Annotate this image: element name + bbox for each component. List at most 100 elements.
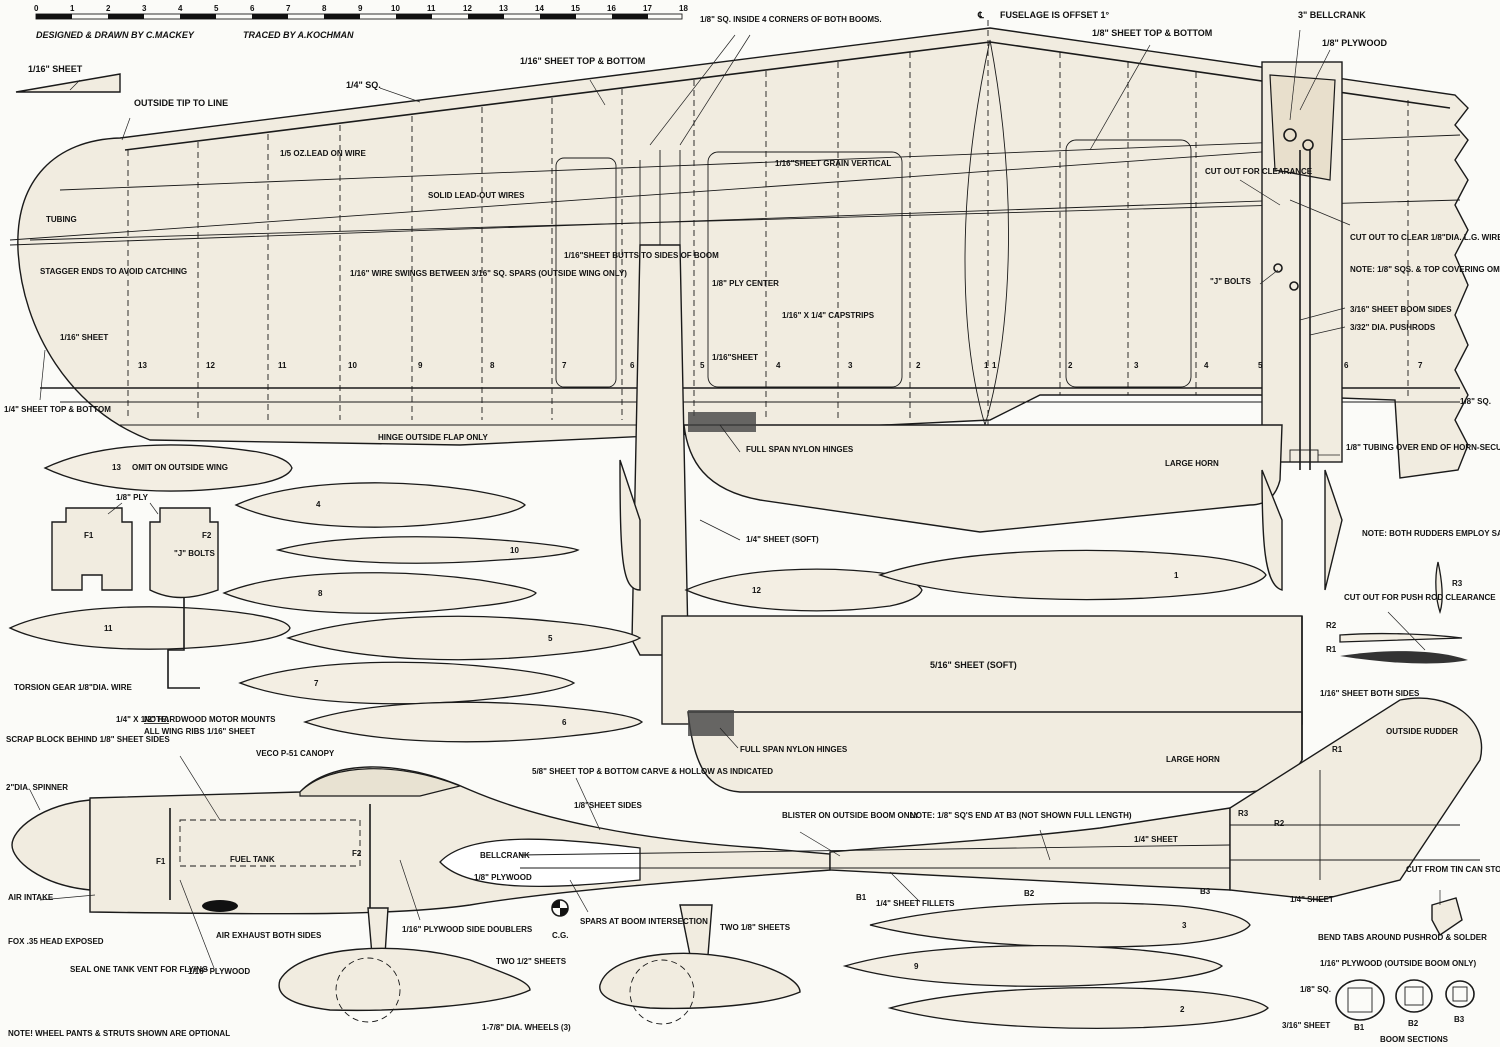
fuselage-label: 1/4" SHEET (1134, 835, 1178, 844)
horn-tube (1289, 449, 1319, 463)
leader-line (719, 424, 741, 453)
leader-line (889, 871, 921, 903)
nylon-hinge-mark (688, 412, 756, 432)
fuselage-label: FUEL TANK (230, 855, 275, 864)
wing-label: 3" BELLCRANK (1298, 10, 1366, 20)
leader-line (569, 879, 589, 913)
rudder-fin (1229, 697, 1483, 901)
rib-station-number: 1 (984, 361, 989, 370)
j-bolt (1273, 263, 1283, 273)
scale-tick-label: 0 (34, 4, 39, 13)
scale-tick-label: 8 (322, 4, 327, 13)
rib-note-head: NOTE: (144, 715, 169, 724)
boom-sections-sq-label: 1/8" SQ. (1300, 985, 1331, 994)
scale-bar-segment (108, 14, 144, 19)
fuselage-label: 1/8"SHEET SIDES (574, 801, 642, 810)
wing-label: 1/8" PLY CENTER (712, 279, 779, 288)
wing-label: 1/8" SHEET TOP & BOTTOM (1092, 28, 1212, 38)
leader-line (1259, 269, 1279, 285)
torsion-gear-label: TORSION GEAR 1/8"DIA. WIRE (14, 683, 133, 692)
rib-13-number: 13 (112, 463, 121, 472)
former-f2-label: F2 (202, 531, 212, 540)
leading-edge-line-right (989, 41, 1451, 109)
fuselage-label: 1/4" X 1/2" HARDWOOD MOTOR MOUNTS (116, 715, 276, 724)
scale-bar-segment (540, 14, 576, 19)
former-f1-label: F1 (84, 531, 94, 540)
wing-label: 1/4" SHEET (SOFT) (746, 535, 819, 544)
rear-wheel-pant (599, 952, 801, 1010)
scale-tick-label: 13 (499, 4, 508, 13)
rib-station-number: 10 (348, 361, 357, 370)
wing-label: 1/16"SHEET BUTTS TO SIDES OF BOOM (564, 251, 719, 260)
leader-line (379, 87, 421, 103)
fuselage-label: FOX .35 HEAD EXPOSED (8, 937, 104, 946)
fuselage-label: 5/8" SHEET TOP & BOTTOM CARVE & HOLLOW A… (532, 767, 773, 776)
leader-line (1309, 326, 1346, 336)
rib-station-number: 9 (418, 361, 423, 370)
spar-line (29, 199, 1461, 241)
rib-10-number: 10 (510, 546, 519, 555)
wing-label: 1/4" SQ. (346, 80, 381, 90)
rear-strut (679, 904, 713, 956)
rib-station-number: 12 (206, 361, 215, 370)
wing-label: 1/5 OZ.LEAD ON WIRE (280, 149, 366, 158)
rudder-section-r3 (1435, 561, 1443, 615)
fuselage-label: 1/16" PLYWOOD SIDE DOUBLERS (402, 925, 533, 934)
tail-boom (829, 807, 1231, 891)
cg-marker-fill (560, 908, 568, 916)
rib-5 (285, 615, 642, 661)
rib-station-number: 7 (1418, 361, 1423, 370)
rib-6 (302, 701, 644, 743)
front-wheel (335, 957, 401, 1023)
rib-station-number: 6 (1344, 361, 1349, 370)
fuselage-label: NOTE! WHEEL PANTS & STRUTS SHOWN ARE OPT… (8, 1029, 230, 1038)
scale-tick-label: 2 (106, 4, 111, 13)
wing-label: 3/32" DIA. PUSHRODS (1350, 323, 1436, 332)
sheeted-bay (555, 157, 617, 388)
scale-tick-label: 9 (358, 4, 363, 13)
fuselage-label: F2 (352, 849, 362, 858)
fuselage-label: 2"DIA. SPINNER (6, 783, 68, 792)
formers-ply-label: 1/8" PLY (116, 493, 149, 502)
fuselage-label: R2 (1274, 819, 1285, 828)
scale-tick-label: 4 (178, 4, 183, 13)
rib-2 (887, 987, 1269, 1029)
rib-station-number: 8 (490, 361, 495, 370)
elevator-horn-label: LARGE HORN (1166, 755, 1220, 764)
wing-label: "J" BOLTS (1210, 277, 1251, 286)
wing-label: FULL SPAN NYLON HINGES (746, 445, 854, 454)
rib-10 (275, 536, 580, 564)
fuselage-label: C.G. (552, 931, 568, 940)
wing-label: TUBING (46, 215, 77, 224)
formers: F1 F2 1/8" PLY "J" BOLTS TORSION GEAR 1/… (14, 493, 255, 736)
fuselage-label: 1/16" PLYWOOD (188, 967, 250, 976)
scale-tick-label: 12 (463, 4, 472, 13)
wing-label: FUSELAGE IS OFFSET 1° (1000, 10, 1110, 20)
wing-label: 1/16" X 1/4" CAPSTRIPS (782, 311, 875, 320)
fuselage-label: SCRAP BLOCK BEHIND 1/8" SHEET SIDES (6, 735, 170, 744)
wing-label: 3/16" SHEET BOOM SIDES (1350, 305, 1452, 314)
wing-label: CUT OUT TO CLEAR 1/8"DIA. L.G. WIRE (FOR… (1350, 233, 1500, 242)
wing-label: LARGE HORN (1165, 459, 1219, 468)
fuselage-label: CUT FROM TIN CAN STOCK (1406, 865, 1500, 874)
rib-13-note: OMIT ON OUTSIDE WING (132, 463, 228, 472)
wing-label: 1/16"SHEET GRAIN VERTICAL (775, 159, 891, 168)
scale-bar-segment (468, 14, 504, 19)
leader-line (69, 79, 81, 91)
leader-line (575, 777, 601, 831)
leader-line (39, 349, 46, 401)
formers-jbolts-label: "J" BOLTS (174, 549, 215, 558)
boom-fin (619, 459, 641, 591)
fuselage-label: TWO 1/2" SHEETS (496, 957, 567, 966)
fuselage-label: F1 (156, 857, 166, 866)
bellcrank-plate (1269, 74, 1336, 181)
cg-marker-fill (552, 900, 560, 908)
tracer-credit: TRACED BY A.KOCHMAN (243, 30, 354, 40)
leader-line (29, 789, 41, 811)
elevator-label: 5/16" SHEET (SOFT) (930, 660, 1017, 670)
former-f1 (51, 507, 133, 591)
wing-label: CUT OUT FOR CLEARANCE (1205, 167, 1313, 176)
leader-line (399, 859, 421, 921)
fuselage-label: 1-7/8" DIA. WHEELS (3) (482, 1023, 571, 1032)
